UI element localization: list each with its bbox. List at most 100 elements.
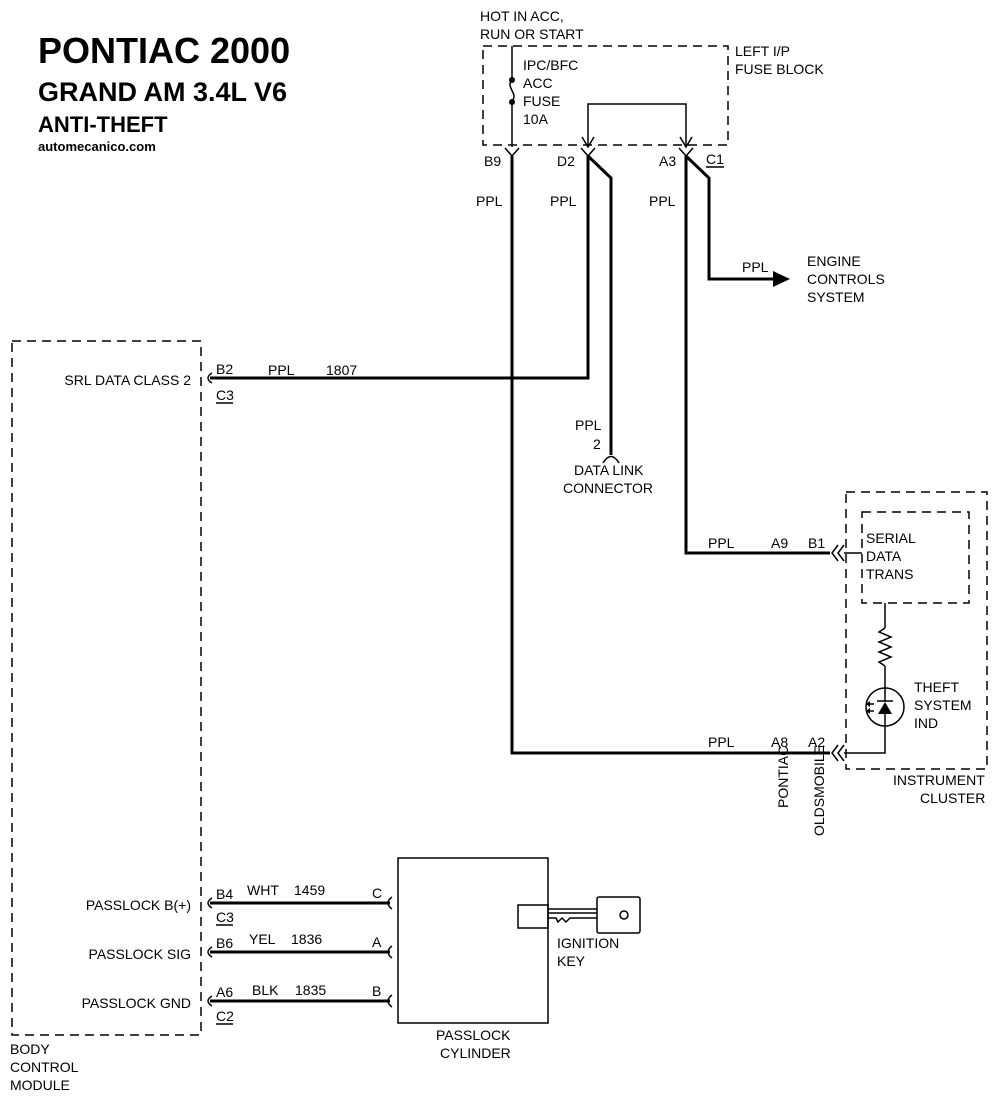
theft-ind-label-3: IND bbox=[914, 715, 938, 731]
cluster-connector-a2-icon bbox=[831, 744, 839, 762]
bcm-pin-b2: B2 bbox=[216, 361, 233, 377]
wire-color-a8: PPL bbox=[708, 734, 735, 750]
bcm-terminal-icon bbox=[207, 995, 213, 1007]
wire-color-d2: PPL bbox=[550, 193, 577, 209]
pin-a2: A2 bbox=[808, 734, 825, 750]
title-make-year: PONTIAC 2000 bbox=[38, 30, 290, 71]
wire-d2-to-bcm-b2 bbox=[210, 156, 590, 380]
ignition-key-label-1: IGNITION bbox=[557, 935, 619, 951]
title-system: ANTI-THEFT bbox=[38, 112, 168, 137]
dlc-label-1: DATA LINK bbox=[574, 462, 644, 478]
cylinder-label-1: PASSLOCK bbox=[436, 1027, 511, 1043]
cylinder-terminal-icon bbox=[387, 945, 393, 959]
cylinder-pin-a: A bbox=[372, 934, 382, 950]
cluster-label-1: INSTRUMENT bbox=[893, 772, 985, 788]
engine-controls-system: ENGINE CONTROLS SYSTEM bbox=[807, 253, 885, 305]
fuse-name-3: FUSE bbox=[523, 93, 560, 109]
instrument-cluster-outline bbox=[845, 491, 988, 770]
theft-indicator-led-icon bbox=[865, 687, 905, 727]
connector-d2-icon bbox=[580, 147, 596, 158]
wire-color-srl: PPL bbox=[268, 362, 295, 378]
fuse-rating: 10A bbox=[523, 111, 549, 127]
engine-controls-line-3: SYSTEM bbox=[807, 289, 865, 305]
wire-color-wht: WHT bbox=[247, 882, 279, 898]
serial-data-trans-outline bbox=[861, 511, 970, 604]
power-note-line-1: HOT IN ACC, bbox=[480, 8, 564, 24]
connector-b9-icon bbox=[504, 147, 520, 158]
pin-a9: A9 bbox=[771, 535, 788, 551]
wire-a3-to-cluster-b1 bbox=[684, 156, 830, 555]
bcm-passlock-sig: PASSLOCK SIG bbox=[89, 946, 191, 962]
bcm-terminal-icon bbox=[207, 372, 213, 384]
cylinder-pin-b: B bbox=[372, 983, 381, 999]
pin-a3: A3 bbox=[659, 153, 676, 169]
bcm-terminal-icon bbox=[207, 946, 213, 958]
data-link-connector: 2 DATA LINK CONNECTOR bbox=[563, 436, 653, 496]
fuse-block-label-2: FUSE BLOCK bbox=[735, 61, 824, 77]
engine-controls-line-1: ENGINE bbox=[807, 253, 861, 269]
connector-c1: C1 bbox=[706, 151, 724, 167]
bcm-conn-c3-lower: C3 bbox=[216, 909, 234, 925]
wire-color-ecs: PPL bbox=[742, 259, 769, 275]
cylinder-pin-c: C bbox=[372, 885, 382, 901]
pin-b1: B1 bbox=[808, 535, 825, 551]
circuit-1836: 1836 bbox=[291, 931, 322, 947]
bcm-pin-b4: B4 bbox=[216, 886, 233, 902]
key-slot bbox=[517, 904, 549, 929]
theft-ind-label-2: SYSTEM bbox=[914, 697, 972, 713]
circuit-1459: 1459 bbox=[294, 882, 325, 898]
pin-b9: B9 bbox=[484, 153, 501, 169]
wire-color-a3: PPL bbox=[649, 193, 676, 209]
fuse-name-1: IPC/BFC bbox=[523, 57, 578, 73]
arrow-down-icon bbox=[581, 136, 595, 149]
bcm-name-1: BODY bbox=[10, 1041, 50, 1057]
pin-d2: D2 bbox=[557, 153, 575, 169]
circuit-number-srl: 1807 bbox=[326, 362, 357, 378]
fuse-block-label-1: LEFT I/P bbox=[735, 43, 790, 59]
wire-b9-to-cluster-a2 bbox=[510, 156, 830, 755]
connector-a3-icon bbox=[678, 147, 694, 158]
cylinder-label-2: CYLINDER bbox=[440, 1045, 511, 1061]
theft-ind-label-1: THEFT bbox=[914, 679, 960, 695]
fuse-symbol-icon bbox=[509, 79, 515, 102]
serial-data-label-1: SERIAL bbox=[866, 530, 916, 546]
oldsmobile-label: OLDSMOBILE bbox=[811, 745, 827, 836]
bcm-name-3: MODULE bbox=[10, 1077, 70, 1093]
bcm-conn-c2: C2 bbox=[216, 1008, 234, 1024]
instrument-cluster: SERIAL DATA TRANS A9 B1 A8 A2 THEF bbox=[771, 491, 988, 836]
cluster-label-2: CLUSTER bbox=[920, 790, 985, 806]
wire-color-b9: PPL bbox=[476, 193, 503, 209]
bcm-conn-c3: C3 bbox=[216, 387, 234, 403]
body-control-module: SRL DATA CLASS 2 B2 C3 PASSLOCK B(+) PAS… bbox=[10, 340, 234, 1093]
wire-color-yel: YEL bbox=[249, 931, 276, 947]
arrow-down-icon bbox=[679, 136, 693, 149]
source-label: automecanico.com bbox=[38, 139, 156, 154]
engine-controls-line-2: CONTROLS bbox=[807, 271, 885, 287]
dlc-pin: 2 bbox=[593, 436, 601, 452]
ignition-key-label-2: KEY bbox=[557, 953, 586, 969]
fuse-block-outline bbox=[482, 45, 729, 146]
bcm-srl-label: SRL DATA CLASS 2 bbox=[64, 372, 191, 388]
wire-d2-to-dlc bbox=[586, 154, 613, 455]
arrow-right-icon bbox=[773, 271, 790, 287]
pin-a8: A8 bbox=[771, 734, 788, 750]
wire-a3-to-engine-controls bbox=[684, 154, 776, 281]
passlock-cylinder-box bbox=[397, 857, 549, 1024]
dlc-terminal-icon bbox=[602, 455, 620, 464]
wire-color-dlc: PPL bbox=[575, 417, 602, 433]
cluster-connector-a2-icon bbox=[837, 744, 845, 762]
bcm-passlock-bplus: PASSLOCK B(+) bbox=[86, 897, 191, 913]
circuit-1835: 1835 bbox=[295, 982, 326, 998]
bcm-terminal-icon bbox=[207, 897, 213, 909]
cylinder-terminal-icon bbox=[387, 994, 393, 1008]
fuse-block: HOT IN ACC, RUN OR START LEFT I/P FUSE B… bbox=[480, 8, 824, 169]
title-model-engine: GRAND AM 3.4L V6 bbox=[38, 77, 287, 107]
passlock-wires: WHT 1459 C YEL 1836 A BLK 1835 B bbox=[210, 882, 393, 1008]
fuse-name-2: ACC bbox=[523, 75, 553, 91]
bcm-outline bbox=[11, 340, 202, 1036]
wires: PPL PPL PPL PPL PPL 1807 PPL PPL PPL bbox=[210, 154, 830, 755]
passlock-cylinder: IGNITION KEY PASSLOCK CYLINDER bbox=[397, 857, 641, 1061]
cluster-connector-b1-icon bbox=[837, 544, 845, 562]
